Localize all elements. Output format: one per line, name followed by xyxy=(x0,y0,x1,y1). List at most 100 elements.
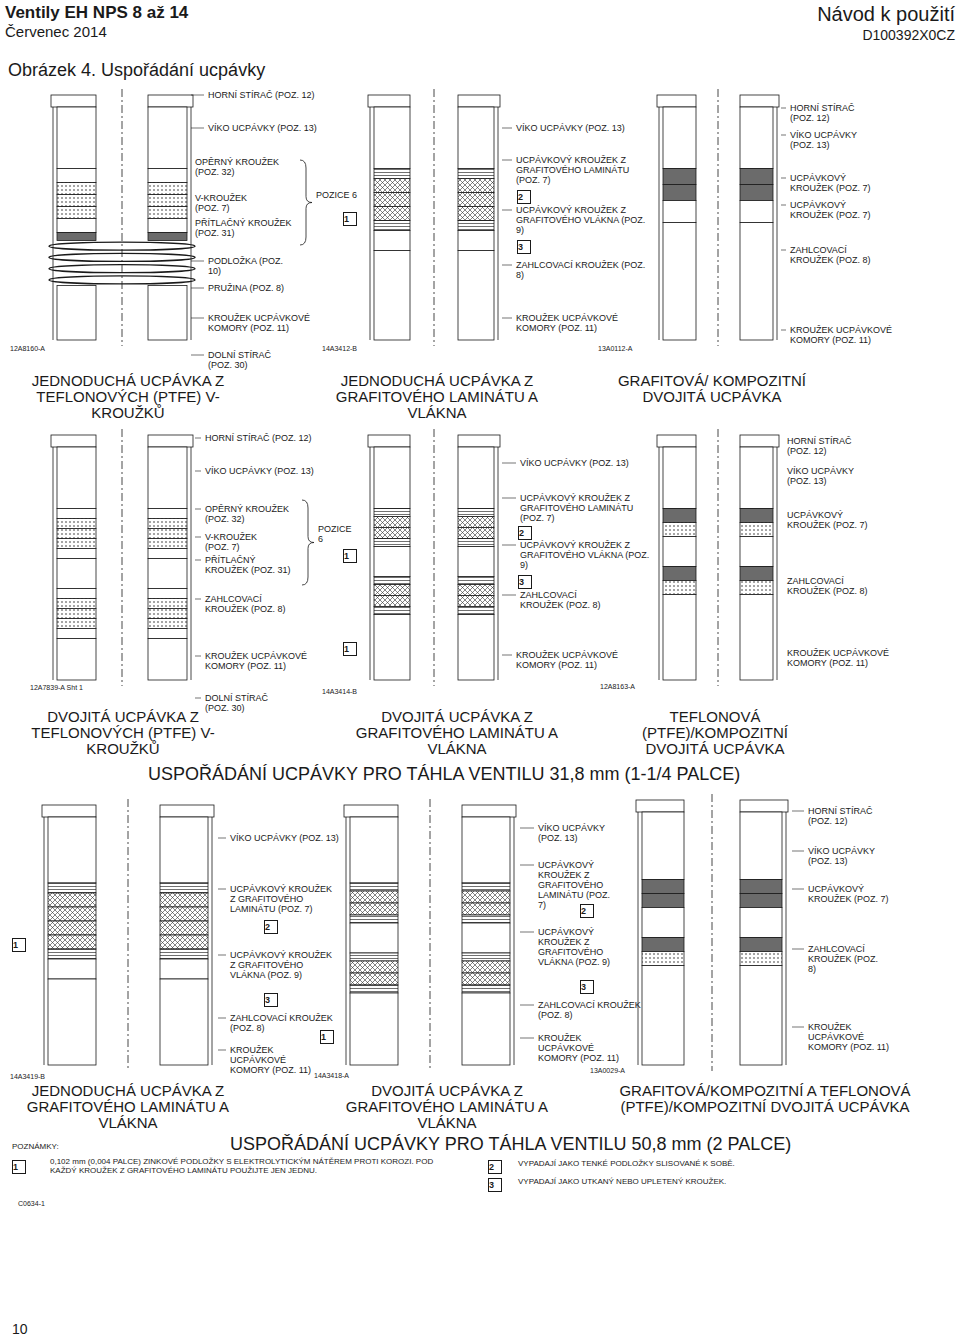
label-holder: POZNÁMKY: xyxy=(12,1143,112,1152)
label-holder: USPOŘÁDÁNÍ UCPÁVKY PRO TÁHLA VENTILU 31,… xyxy=(148,764,848,784)
panel-caption: GRAFITOVÁ/KOMPOZITNÍ A TEFLONOVÁ (PTFE)/… xyxy=(615,1083,915,1115)
packing-ring xyxy=(740,966,782,1066)
bore-wall xyxy=(191,447,192,680)
packing-ring xyxy=(462,953,510,961)
packing-ring xyxy=(57,529,96,539)
label-holder: HORNÍ STÍRAČ (POZ. 12) xyxy=(205,433,355,443)
packing-ring xyxy=(148,529,187,539)
bore-wall xyxy=(191,107,192,340)
packing-ring xyxy=(740,894,782,908)
packing-ring xyxy=(350,953,398,961)
packing-ring xyxy=(57,539,96,549)
packing-ring xyxy=(663,523,696,537)
callout-number: 2 xyxy=(517,190,531,204)
label-holder: 1 xyxy=(12,1160,26,1174)
label-holder: 2 xyxy=(580,904,594,918)
part-label: ZAHLCOVACÍ KROUŽEK (POZ. 8) xyxy=(205,594,297,614)
bore-wall xyxy=(498,107,499,340)
label-holder: TEFLONOVÁ (PTFE)/KOMPOZITNÍ DVOJITÁ UCPÁ… xyxy=(620,709,810,757)
callout-number: 1 xyxy=(12,1160,26,1174)
label-holder: POZICE 6 xyxy=(316,190,371,200)
part-label: VÍKO UCPÁVKY (POZ. 13) xyxy=(787,466,877,486)
part-label: UCPÁVKOVÝ KROUŽEK (POZ. 7) xyxy=(787,510,887,530)
label-holder: VÍKO UCPÁVKY (POZ. 13) xyxy=(230,833,380,843)
packing-ring xyxy=(458,615,494,681)
leader-line xyxy=(502,265,512,266)
packing-ring xyxy=(642,952,684,966)
part-label: PRUŽINA (POZ. 8) xyxy=(208,283,328,293)
packing-ring xyxy=(160,907,208,921)
label-holder: ZAHLCOVACÍ KROUŽEK (POZ. 8) xyxy=(516,260,646,280)
part-label: 14A3414-B xyxy=(322,688,392,696)
label-holder: UCPÁVKOVÝ KROUŽEK Z GRAFITOVÉHO LAMINÁTU… xyxy=(230,884,335,914)
part-label: KROUŽEK UCPÁVKOVÉ KOMORY (POZ. 11) xyxy=(790,325,900,345)
packing-ring xyxy=(374,251,410,341)
leader-line xyxy=(195,509,201,510)
packing-ring xyxy=(462,993,510,1065)
packing-ring xyxy=(374,207,410,221)
bore-wall xyxy=(44,817,45,1065)
part-label: 0,102 mm (0,004 PALCE) ZINKOVÉ PODLOŽKY … xyxy=(50,1158,450,1176)
packing-ring xyxy=(48,817,96,883)
part-label: KROUŽEK UCPÁVKOVÉ KOMORY (POZ. 11) xyxy=(538,1033,623,1063)
packing-ring xyxy=(740,509,773,523)
label-holder: HORNÍ STÍRAČ (POZ. 12) xyxy=(208,90,358,100)
part-label: UCPÁVKOVÝ KROUŽEK (POZ. 7) xyxy=(790,200,890,220)
packing-ring xyxy=(740,595,773,681)
label-holder: UCPÁVKOVÝ KROUŽEK Z GRAFITOVÉHO VLÁKNA (… xyxy=(520,540,650,570)
label-holder: ZAHLCOVACÍ KROUŽEK (POZ. 8) xyxy=(790,245,890,265)
packing-ring xyxy=(740,201,773,223)
leader-line xyxy=(502,463,516,464)
part-label: OPĚRNÝ KROUŽEK (POZ. 32) xyxy=(205,504,297,524)
packing-ring xyxy=(148,549,187,559)
leader-line xyxy=(195,599,201,600)
packing-ring xyxy=(462,923,510,953)
label-holder: KROUŽEK UCPÁVKOVÉ KOMORY (POZ. 11) xyxy=(516,313,626,333)
packing-ring xyxy=(462,961,510,973)
panel-caption: TEFLONOVÁ (PTFE)/KOMPOZITNÍ DVOJITÁ UCPÁ… xyxy=(620,709,810,757)
part-label: ZAHLCOVACÍ KROUŽEK (POZ. 8) xyxy=(787,576,887,596)
part-label: VÍKO UCPÁVKY (POZ. 13) xyxy=(790,130,880,150)
part-label: VÍKO UCPÁVKY (POZ. 13) xyxy=(808,846,898,866)
packing-ring xyxy=(57,639,96,681)
packing-ring xyxy=(642,880,684,894)
leader-line xyxy=(218,955,226,956)
stem-centerline xyxy=(718,89,719,346)
packing-ring xyxy=(374,509,410,517)
stem-centerline xyxy=(122,89,123,346)
leader-line xyxy=(520,1038,534,1039)
packing-ring xyxy=(636,800,684,812)
label-holder: UCPÁVKOVÝ KROUŽEK Z GRAFITOVÉHO LAMINÁTU… xyxy=(538,860,618,910)
packing-ring xyxy=(350,883,398,891)
packing-ring xyxy=(458,231,494,251)
part-label: HORNÍ STÍRAČ (POZ. 12) xyxy=(787,436,877,456)
label-holder: VYPADAJÍ JAKO TENKÉ PODLOŽKY SLISOVANÉ K… xyxy=(518,1160,918,1169)
label-holder: PŘÍTLAČNÝ KROUŽEK (POZ. 31) xyxy=(195,218,293,238)
part-label: C0634-1 xyxy=(18,1200,78,1208)
leader-line xyxy=(502,128,512,129)
bore-wall xyxy=(346,817,347,1065)
packing-ring xyxy=(350,891,398,903)
packing-ring xyxy=(57,286,96,341)
leader-line xyxy=(520,1005,534,1006)
packing-ring xyxy=(57,195,96,207)
label-holder: Návod k použití xyxy=(655,3,955,25)
bore-wall xyxy=(53,447,54,680)
packing-ring xyxy=(350,985,398,993)
packing-ring xyxy=(462,817,510,883)
packing-ring xyxy=(458,585,494,596)
label-holder: 1 xyxy=(343,549,357,563)
leader-line xyxy=(792,851,804,852)
callout-number: 3 xyxy=(488,1178,502,1192)
part-label: KROUŽEK UCPÁVKOVÉ KOMORY (POZ. 11) xyxy=(205,651,315,671)
label-holder: DOLNÍ STÍRAČ (POZ. 30) xyxy=(205,693,285,713)
callout-number: 1 xyxy=(12,938,26,952)
label-holder: 2 xyxy=(518,526,532,540)
packing-ring xyxy=(374,577,410,585)
part-label: ZAHLCOVACÍ KROUŽEK (POZ. 8) xyxy=(538,1000,648,1020)
packing-ring xyxy=(663,509,696,523)
packing-ring xyxy=(374,231,410,251)
label-holder: OPĚRNÝ KROUŽEK (POZ. 32) xyxy=(195,157,285,177)
packing-ring xyxy=(57,609,96,619)
section-heading: USPOŘÁDÁNÍ UCPÁVKY PRO TÁHLA VENTILU 31,… xyxy=(148,764,848,784)
